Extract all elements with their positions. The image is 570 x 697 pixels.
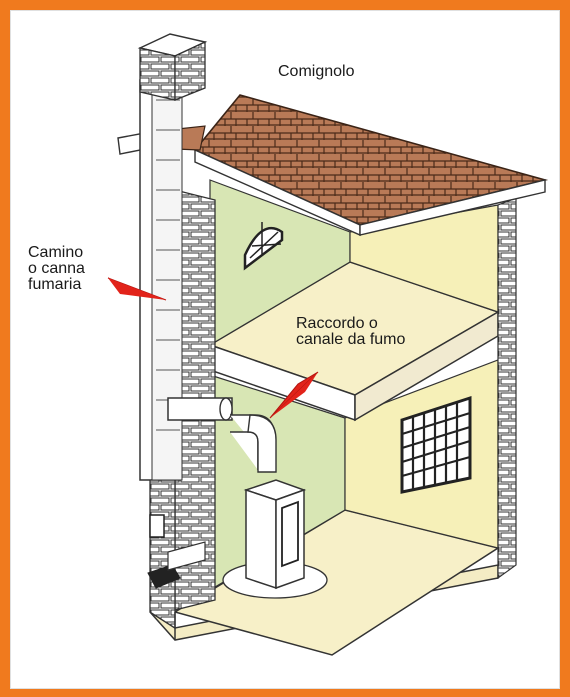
chimney-flue [139,79,183,481]
label-camino: Camino o canna fumaria [28,245,85,293]
arched-window [243,222,284,271]
label-raccordo-line2: canale da fumo [296,331,406,348]
chimney-cap [137,33,208,101]
stove [222,479,328,599]
label-comignolo: Comignolo [278,63,355,80]
inspection-door [149,514,165,538]
right-brick-column [497,197,517,580]
label-camino-line3: fumaria [28,276,82,293]
window-grid-lower [400,395,472,494]
label-camino-line2: o canna [28,260,85,277]
label-raccordo: Raccordo o canale da fumo [296,316,405,348]
pointer-arrow-camino-2 [108,278,166,300]
chimney-base-brick [149,469,176,630]
pointer-arrow-raccordo-2 [270,372,318,418]
label-camino-line1: Camino [28,244,84,261]
ash-door [147,564,181,589]
label-raccordo-line1: Raccordo o [296,315,378,332]
connector-pipe [167,397,277,473]
